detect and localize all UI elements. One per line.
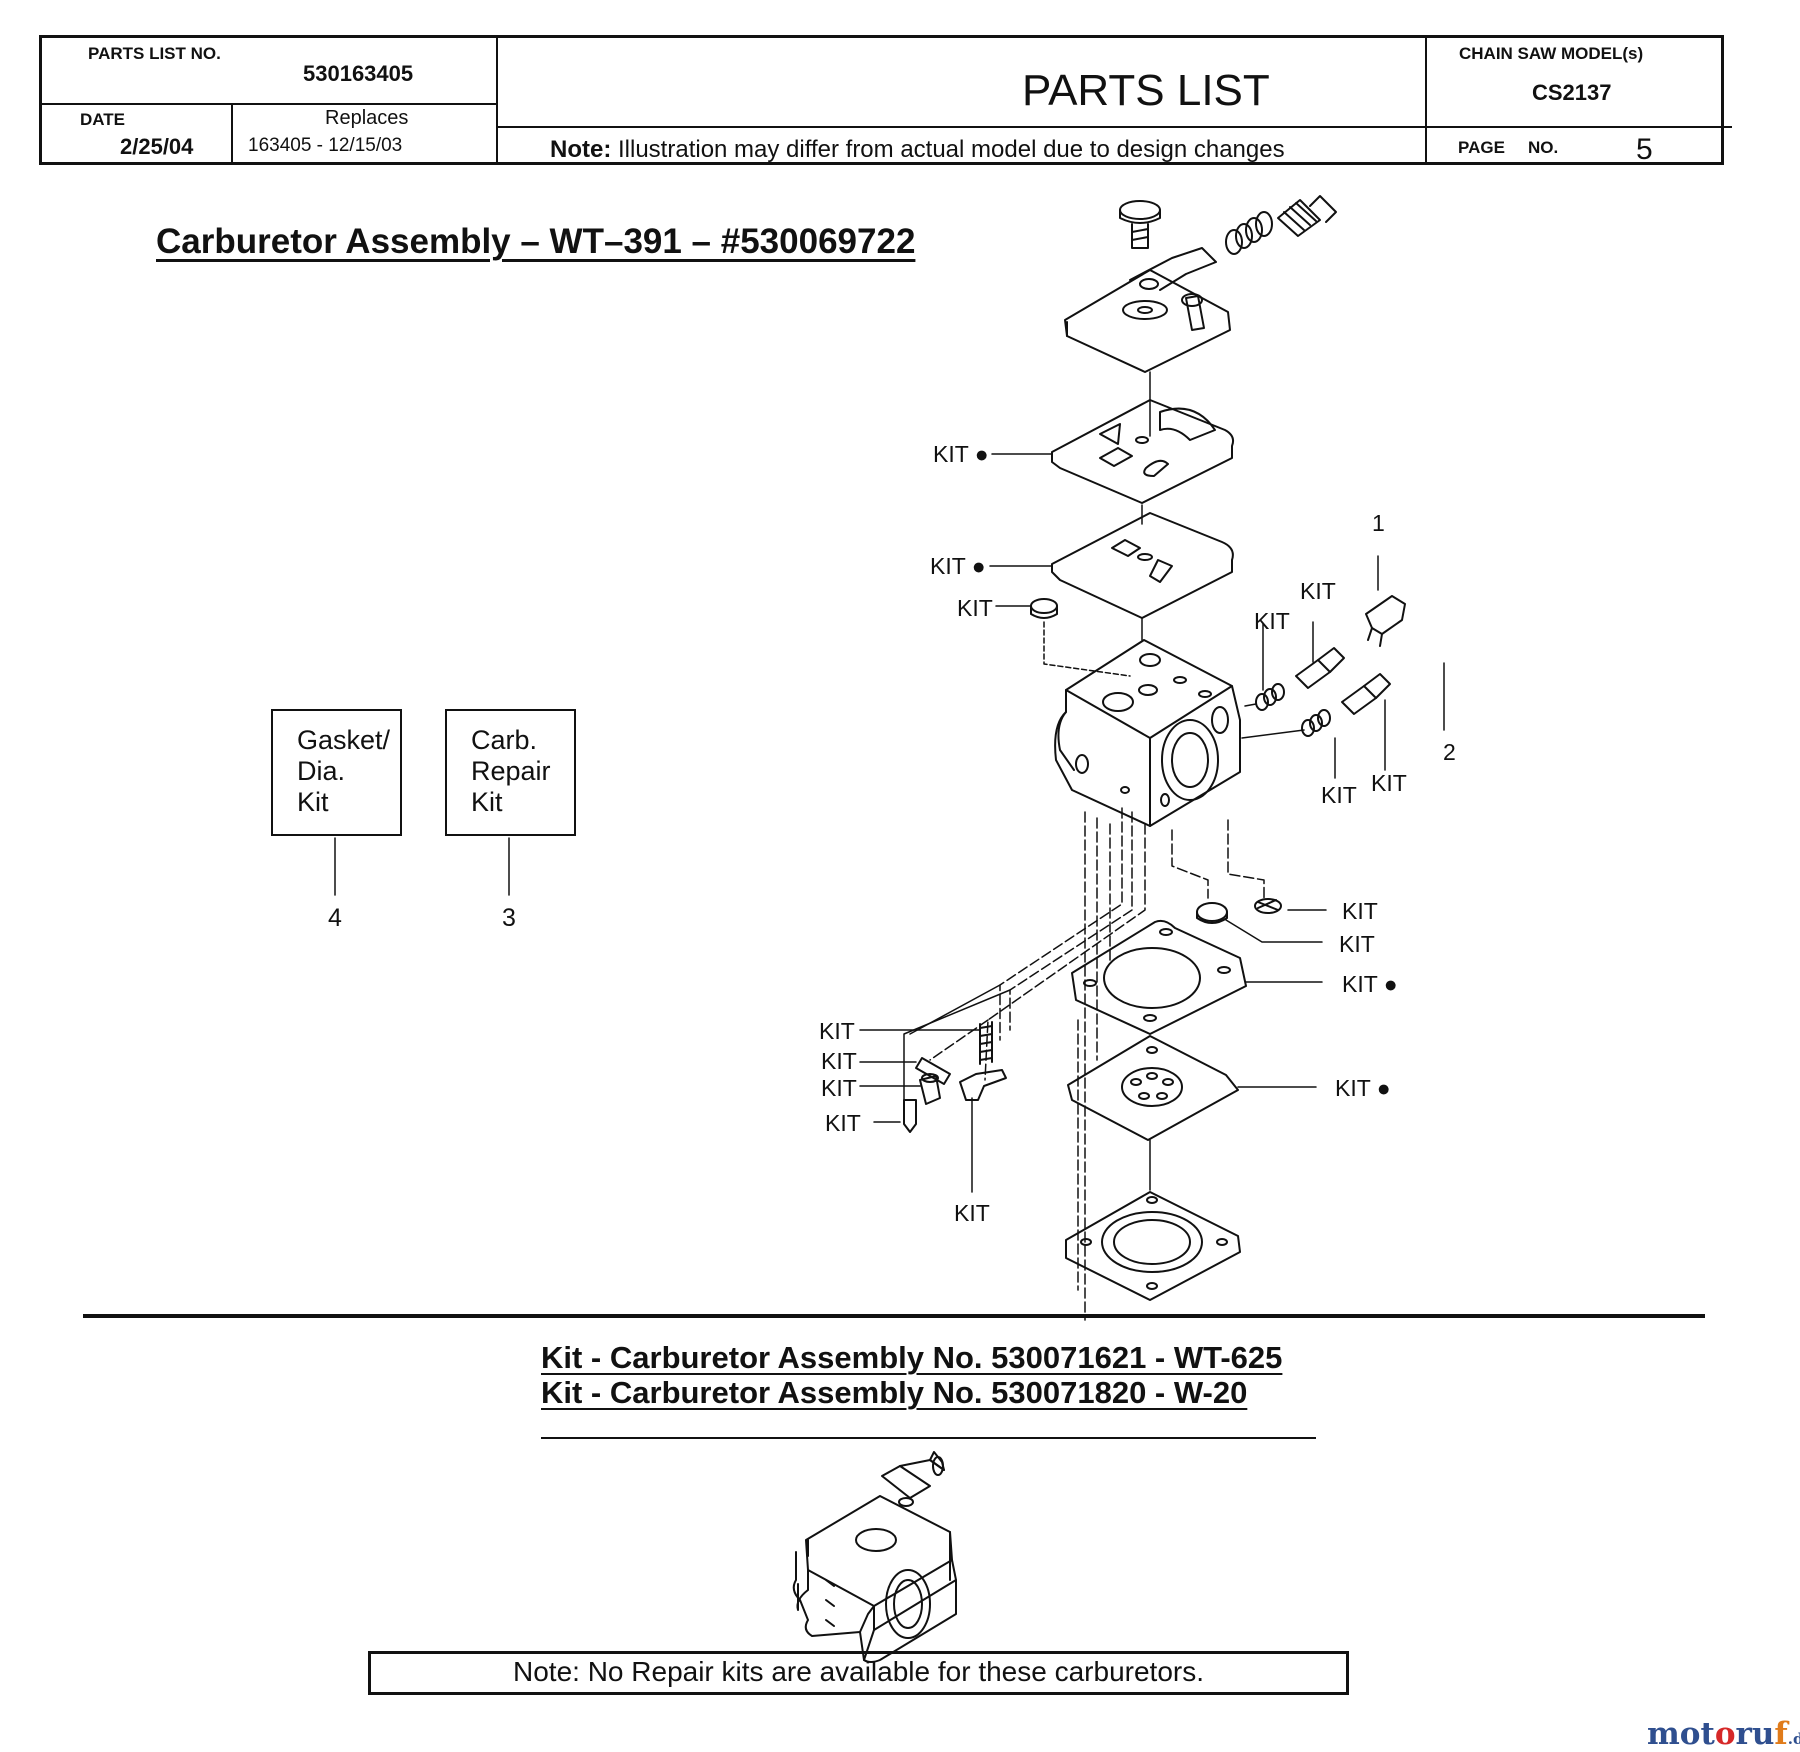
carb-repair-kit-box: Carb. Repair Kit (445, 709, 576, 836)
adjusting-screw-icon (1301, 673, 1391, 737)
parts-list-no: 530163405 (303, 61, 414, 86)
pin-icon (915, 1057, 951, 1085)
kit-label: KIT (1371, 770, 1407, 796)
kit-label: KIT (819, 1018, 855, 1044)
replaces-value: 163405 - 12/15/03 (248, 135, 403, 156)
valve-icon (919, 1073, 941, 1105)
clip-icon (1365, 595, 1406, 647)
section-divider (83, 1314, 1705, 1318)
kit-label: KIT (954, 1200, 990, 1226)
pump-gasket-icon (1071, 919, 1247, 1035)
watermark-part: .de (1787, 1730, 1800, 1748)
kit-box-line: Kit (297, 787, 329, 817)
carburetor-body-icon (1054, 639, 1241, 827)
kit-box-line: Repair (471, 756, 551, 786)
page-number: 5 (1636, 133, 1653, 166)
diaphragm-icon (1051, 512, 1234, 619)
pump-diaphragm-icon (1067, 1035, 1239, 1141)
disc-icon (1196, 902, 1228, 924)
screen-filter-icon (1030, 598, 1058, 619)
kit-label: KIT (1321, 782, 1357, 808)
replaces-label: Replaces (325, 107, 409, 129)
kit-label: KIT (821, 1075, 857, 1101)
kit-label: KIT (1300, 578, 1336, 604)
header-note: Note: Illustration may differ from actua… (550, 136, 1285, 164)
diagram-title: Carburetor Assembly – WT–391 – #53006972… (156, 222, 916, 261)
header-divider (231, 103, 233, 165)
watermark-part: mot (1647, 1716, 1715, 1752)
kit-box-line: Dia. (297, 756, 346, 786)
kit-box-line: Carb. (471, 725, 538, 755)
callout-2: 2 (1443, 739, 1456, 765)
adjusting-screw-icon (1255, 647, 1345, 711)
header-divider (1425, 35, 1427, 165)
kit-label: KIT (1254, 608, 1290, 634)
header-divider (496, 35, 498, 165)
leader-lines (334, 453, 1445, 1193)
page-title: PARTS LIST (1022, 66, 1270, 115)
no-repair-kits-note: Note: No Repair kits are available for t… (368, 1651, 1349, 1695)
gasket-icon (1051, 399, 1235, 504)
kit-label: KIT (1342, 898, 1378, 924)
adjust-needle-icon (1277, 195, 1337, 237)
metering-cover-icon (1064, 247, 1231, 373)
pump-cover-icon (1065, 1191, 1241, 1301)
kit-divider (541, 1437, 1316, 1439)
kit-box-line: Gasket/ (297, 725, 391, 755)
callout-3: 3 (502, 904, 516, 932)
callout-1: 1 (1372, 510, 1385, 536)
kit-title-1: Kit - Carburetor Assembly No. 530071621 … (541, 1340, 1283, 1375)
header-divider (39, 103, 496, 105)
kit-label: KIT ● (930, 553, 986, 579)
top-screw-icon (1119, 200, 1161, 249)
watermark-part: f (1774, 1716, 1788, 1752)
model-value: CS2137 (1532, 80, 1612, 105)
lever-icon (959, 1069, 1007, 1101)
gasket-dia-kit-box: Gasket/ Dia. Kit (271, 709, 402, 836)
kit-label: KIT (821, 1048, 857, 1074)
spring-icon (1225, 211, 1273, 255)
watermark-part: ru (1735, 1716, 1775, 1752)
screen-disc-icon (1254, 898, 1282, 914)
kit-label: KIT (957, 595, 993, 621)
kit-label: KIT (825, 1110, 861, 1136)
kit-title-2: Kit - Carburetor Assembly No. 530071820 … (541, 1375, 1248, 1410)
model-label: CHAIN SAW MODEL(s) (1459, 44, 1644, 63)
watermark-logo: motoruf.de (1647, 1716, 1800, 1752)
inlet-needle-icon (903, 1099, 917, 1133)
parts-list-no-label: PARTS LIST NO. (88, 44, 221, 63)
header-divider (496, 126, 1732, 128)
date-value: 2/25/04 (120, 134, 194, 159)
page-label: PAGE (1458, 138, 1505, 157)
assembly-guide-lines (929, 807, 1265, 1321)
watermark-part: o (1714, 1716, 1736, 1752)
kit-label: KIT ● (933, 441, 989, 467)
kit-label: KIT ● (1335, 1075, 1391, 1101)
callout-4: 4 (328, 904, 342, 932)
kit-label: KIT ● (1342, 971, 1398, 997)
kit-box-line: Kit (471, 787, 503, 817)
page-no-label: NO. (1528, 138, 1559, 157)
kit-label: KIT (1339, 931, 1375, 957)
header-note-label: Note: (550, 136, 612, 163)
header-note-text: Illustration may differ from actual mode… (618, 136, 1285, 163)
date-label: DATE (80, 110, 126, 129)
header-border (39, 35, 1724, 165)
